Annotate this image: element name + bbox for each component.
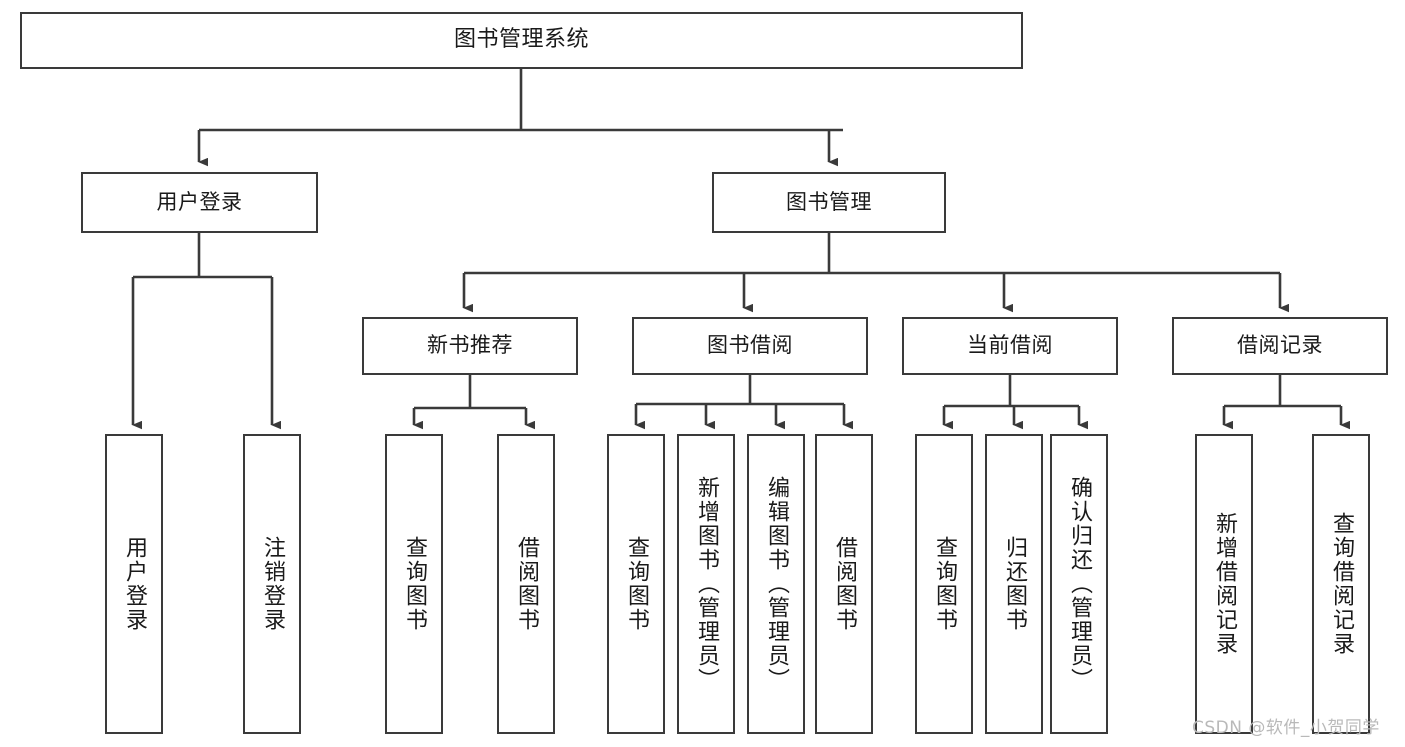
leaf-return-book[interactable]: 归还图书 bbox=[985, 434, 1043, 734]
node-label: 用户登录 bbox=[122, 536, 147, 632]
node-label: 查询图书 bbox=[402, 536, 427, 632]
leaf-logout-login[interactable]: 注销登录 bbox=[243, 434, 301, 734]
node-label: 查询图书 bbox=[624, 536, 649, 632]
node-label: 新书推荐 bbox=[427, 333, 513, 358]
node-book-borrow[interactable]: 图书借阅 bbox=[632, 317, 868, 375]
node-label: 查询图书 bbox=[932, 536, 957, 632]
node-label: 借阅图书 bbox=[832, 536, 857, 632]
node-label: 确认归还（管理员） bbox=[1067, 476, 1092, 692]
leaf-user-login[interactable]: 用户登录 bbox=[105, 434, 163, 734]
leaf-query-book-3[interactable]: 查询图书 bbox=[915, 434, 973, 734]
leaf-query-record[interactable]: 查询借阅记录 bbox=[1312, 434, 1370, 734]
leaf-add-record[interactable]: 新增借阅记录 bbox=[1195, 434, 1253, 734]
leaf-query-book-1[interactable]: 查询图书 bbox=[385, 434, 443, 734]
node-user-login[interactable]: 用户登录 bbox=[81, 172, 318, 233]
node-root-system[interactable]: 图书管理系统 bbox=[20, 12, 1023, 69]
node-label: 图书管理 bbox=[786, 189, 872, 214]
leaf-borrow-book-2[interactable]: 借阅图书 bbox=[815, 434, 873, 734]
node-label: 编辑图书（管理员） bbox=[764, 476, 789, 692]
leaf-query-book-2[interactable]: 查询图书 bbox=[607, 434, 665, 734]
csdn-watermark: CSDN @软件_小贺同学 bbox=[1192, 718, 1380, 738]
node-label: 新增图书（管理员） bbox=[694, 476, 719, 692]
node-label: 借阅图书 bbox=[514, 536, 539, 632]
node-label: 借阅记录 bbox=[1237, 333, 1323, 358]
node-current-borrow[interactable]: 当前借阅 bbox=[902, 317, 1118, 375]
node-label: 注销登录 bbox=[260, 536, 285, 632]
node-label: 查询借阅记录 bbox=[1329, 512, 1354, 656]
node-label: 图书借阅 bbox=[707, 333, 793, 358]
node-borrow-record[interactable]: 借阅记录 bbox=[1172, 317, 1388, 375]
node-new-book-recommend[interactable]: 新书推荐 bbox=[362, 317, 578, 375]
leaf-edit-book[interactable]: 编辑图书（管理员） bbox=[747, 434, 805, 734]
node-label: 归还图书 bbox=[1002, 536, 1027, 632]
leaf-borrow-book-1[interactable]: 借阅图书 bbox=[497, 434, 555, 734]
node-label: 图书管理系统 bbox=[453, 27, 589, 53]
node-label: 用户登录 bbox=[156, 189, 243, 214]
leaf-add-book[interactable]: 新增图书（管理员） bbox=[677, 434, 735, 734]
leaf-confirm-return[interactable]: 确认归还（管理员） bbox=[1050, 434, 1108, 734]
node-label: 当前借阅 bbox=[967, 333, 1053, 358]
node-label: 新增借阅记录 bbox=[1212, 512, 1237, 656]
node-book-manage[interactable]: 图书管理 bbox=[712, 172, 946, 233]
